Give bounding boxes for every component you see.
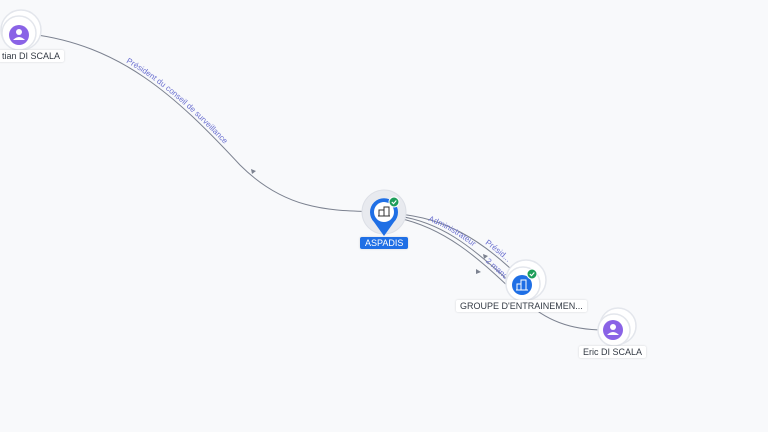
building-icon [378,206,390,217]
node-label-person-top[interactable]: tian DI SCALA [0,50,65,62]
person-node-eric[interactable] [597,307,637,347]
company-node-groupe[interactable] [505,259,547,302]
edge-label-president-surveillance: Président du conseil de surveillance [125,56,230,146]
verified-check-icon [526,268,538,280]
company-node-aspadis[interactable] [361,189,407,236]
node-label-aspadis[interactable]: ASPADIS [360,237,409,249]
building-icon [516,279,528,291]
verified-check-icon [388,196,400,208]
edge-arrow-icon [483,254,488,259]
edge-arrow-icon [476,269,481,274]
node-label-groupe[interactable]: GROUPE D'ENTRAINEMEN... [456,300,587,312]
edge-arrow-icon [251,169,256,174]
node-label-eric[interactable]: Eric DI SCALA [579,346,647,358]
person-node-top[interactable] [0,9,42,51]
